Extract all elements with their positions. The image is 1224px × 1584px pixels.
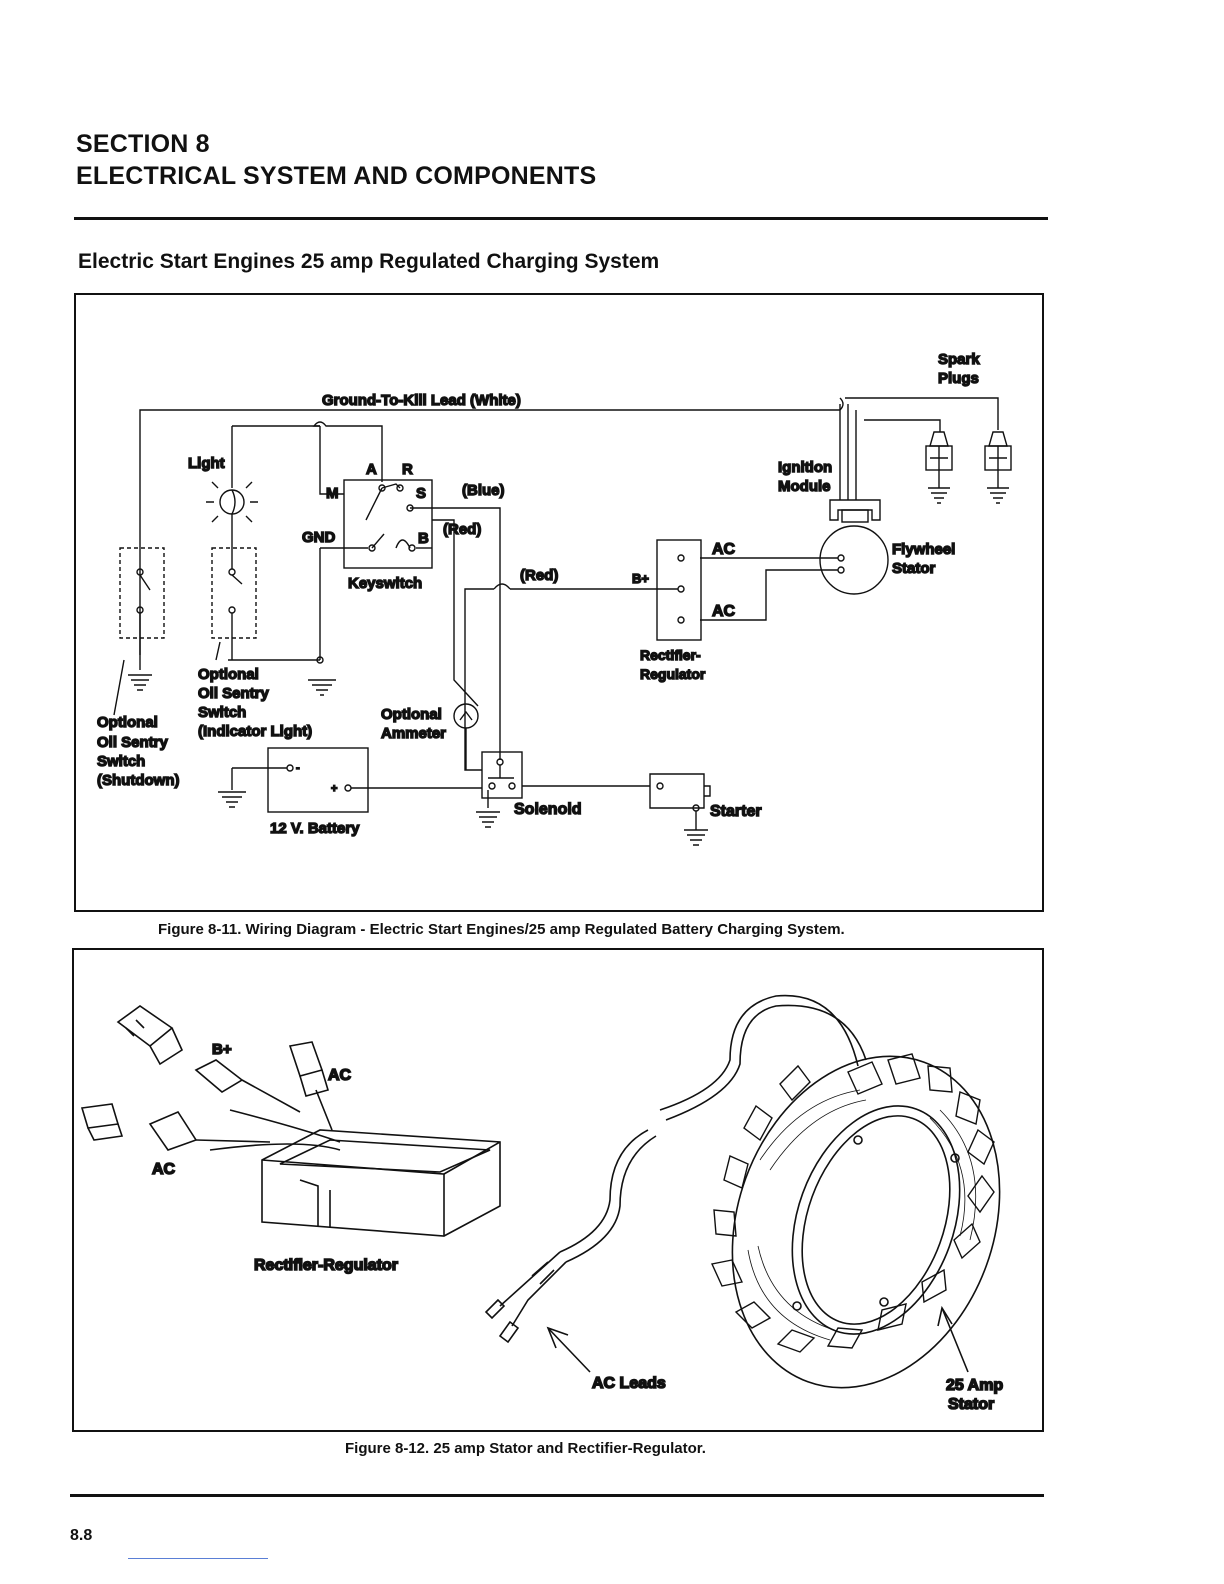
oil-sentry-shutdown-switch xyxy=(119,547,165,639)
label-battery-plus: + xyxy=(331,783,337,795)
label-red-lead-2: (Red) xyxy=(520,567,558,584)
battery xyxy=(218,747,482,813)
ac-connector-top xyxy=(288,1041,333,1131)
label-opt-shutdown-3: Switch xyxy=(97,753,145,770)
label-25-amp: 25 Amp xyxy=(946,1377,1003,1394)
label-bplus: B+ xyxy=(632,571,649,586)
stator-windings xyxy=(747,1089,977,1341)
label-ignition: Ignition xyxy=(778,459,832,476)
label-ac-left-2: AC xyxy=(152,1161,176,1178)
stator-pointer xyxy=(941,1307,969,1373)
label-stator-2: Stator xyxy=(948,1396,994,1413)
bplus-connector xyxy=(194,1059,301,1113)
stator-ring xyxy=(731,1055,1001,1389)
ac-connector-left xyxy=(148,1110,271,1151)
label-opt-indicator-2: Oil Sentry xyxy=(198,685,270,702)
label-ammeter-1: Optional xyxy=(381,706,442,723)
label-red-lead-1: (Red) xyxy=(443,521,481,538)
label-opt-shutdown-2: Oil Sentry xyxy=(97,734,169,751)
ac-leads-arrow xyxy=(546,1326,569,1349)
red-lead xyxy=(464,583,657,771)
ground-to-kill-lead xyxy=(139,397,999,655)
stator-lead-wire xyxy=(484,994,867,1344)
label-opt-shutdown-1: Optional xyxy=(97,714,158,731)
label-terminal-a: A xyxy=(366,461,377,478)
label-terminal-b: B xyxy=(418,530,429,547)
label-ac-leads: AC Leads xyxy=(592,1375,666,1392)
rectifier-regulator-block xyxy=(656,539,702,641)
label-battery: 12 V. Battery xyxy=(270,820,360,837)
label-stator: Stator xyxy=(892,560,936,577)
label-blue-lead: (Blue) xyxy=(462,482,505,499)
header-rule xyxy=(74,217,1048,220)
page-subtitle: Electric Start Engines 25 amp Regulated … xyxy=(78,250,660,273)
ammeter xyxy=(453,703,479,770)
label-starter: Starter xyxy=(710,803,762,820)
indicator-light xyxy=(206,425,320,548)
oil-sentry-indicator-switch-contacts xyxy=(215,548,243,661)
page-number: 8.8 xyxy=(70,1527,93,1544)
label-rectifier: Rectifier- xyxy=(640,647,701,663)
label-keyswitch: Keyswitch xyxy=(348,575,422,592)
ac-leads-pointer xyxy=(547,1327,591,1373)
section-title: ELECTRICAL SYSTEM AND COMPONENTS xyxy=(76,162,597,190)
solenoid xyxy=(476,751,650,828)
spark-plug-left xyxy=(925,431,953,504)
rectifier-regulator-body xyxy=(261,1129,501,1237)
figure-8-11-frame xyxy=(74,293,1044,912)
oil-sentry-indicator-switch xyxy=(211,547,257,639)
section-number: SECTION 8 xyxy=(76,130,210,158)
label-terminal-m: M xyxy=(326,485,339,502)
label-opt-shutdown-4: (Shutdown) xyxy=(97,772,179,789)
label-battery-minus: - xyxy=(296,762,300,774)
label-spark: Spark xyxy=(938,351,980,368)
regulator-leads xyxy=(209,1109,341,1151)
label-ac-bottom: AC xyxy=(712,603,736,620)
label-ammeter-2: Ammeter xyxy=(381,725,446,742)
footer-rule xyxy=(70,1494,1044,1497)
figure-8-12-frame xyxy=(72,948,1044,1432)
flywheel-stator xyxy=(700,525,889,621)
label-terminal-s: S xyxy=(416,485,426,502)
figure-8-12-caption: Figure 8-12. 25 amp Stator and Rectifier… xyxy=(345,1440,706,1457)
blue-lead xyxy=(410,507,501,760)
label-bplus-2: B+ xyxy=(212,1041,232,1058)
label-rectifier-regulator: Rectifier-Regulator xyxy=(254,1257,398,1274)
label-opt-indicator-3: Switch xyxy=(198,704,246,721)
label-opt-indicator-1: Optional xyxy=(198,666,259,683)
spark-plug-right xyxy=(984,431,1012,504)
stator-teeth xyxy=(710,1053,995,1353)
blue-underline xyxy=(128,1558,268,1559)
label-terminal-r: R xyxy=(402,461,413,478)
label-regulator: Regulator xyxy=(640,666,706,682)
stator-arrow xyxy=(937,1305,953,1327)
label-ac-top-2: AC xyxy=(328,1067,352,1084)
connector-left xyxy=(80,1103,124,1141)
label-solenoid: Solenoid xyxy=(514,801,582,818)
oil-sentry-shutdown-contacts xyxy=(113,568,152,716)
label-gnd: GND xyxy=(302,529,336,546)
figure-8-11-caption: Figure 8-11. Wiring Diagram - Electric S… xyxy=(158,921,845,938)
label-flywheel: Flywheel xyxy=(892,541,955,558)
label-module: Module xyxy=(778,478,831,495)
label-light: Light xyxy=(188,455,225,472)
label-ac-top: AC xyxy=(712,541,736,558)
label-opt-indicator-4: (Indicator Light) xyxy=(198,723,312,740)
connector-top-left xyxy=(116,1005,184,1066)
ignition-module xyxy=(829,499,881,523)
starter xyxy=(649,773,711,846)
label-ground-to-kill: Ground-To-Kill Lead (White) xyxy=(322,392,521,409)
label-plugs: Plugs xyxy=(938,370,979,387)
